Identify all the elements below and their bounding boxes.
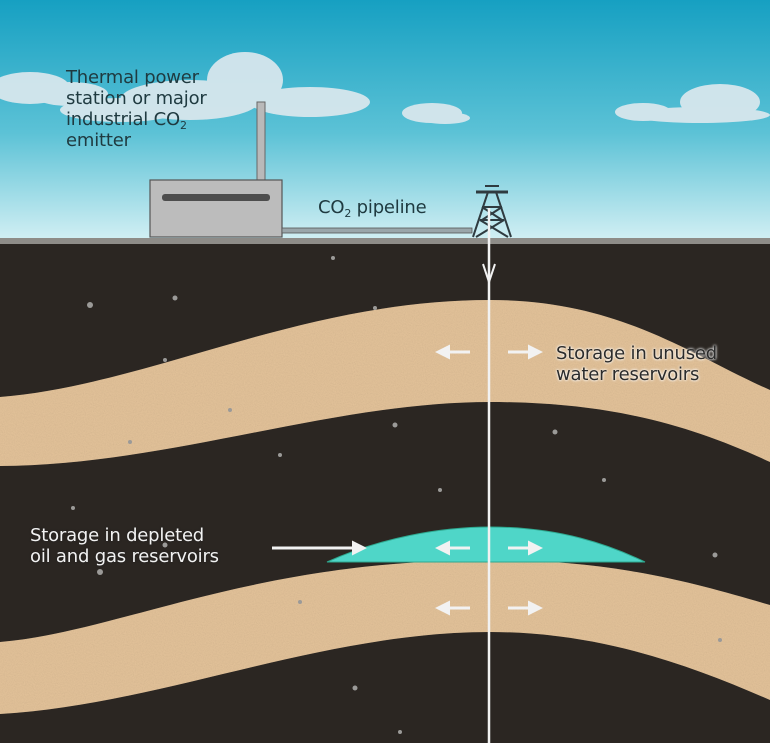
emitter-label-line3: industrial CO2 (66, 109, 207, 132)
sand-layer-upper (0, 300, 770, 466)
pipeline-text: pipeline (351, 197, 427, 218)
co2-pipeline (281, 227, 473, 234)
emitter-label-line2: station or major (66, 88, 207, 109)
emitter-label-line1: Thermal power (66, 67, 199, 88)
pipeline-label: CO2 pipeline (318, 197, 427, 220)
water-reservoir-label-line2: water reservoirs (556, 364, 700, 385)
pipeline-co2-text: CO (318, 197, 345, 218)
emitter-co2-text: industrial CO (66, 109, 180, 130)
rock-speckles (71, 256, 722, 734)
well-down-arrow-icon (482, 263, 496, 286)
co2-spread-arrows (272, 344, 543, 616)
emitter-label-line4: emitter (66, 130, 131, 151)
power-station (149, 101, 283, 238)
sand-layer-lower (0, 560, 770, 714)
pipeline-co2-subscript: 2 (344, 207, 352, 220)
smokestack (256, 101, 266, 181)
water-reservoir-label-line1: Storage in unused (556, 343, 717, 364)
depleted-reservoir-label: Storage in depleted oil and gas reservoi… (30, 525, 219, 567)
depleted-reservoir-label-line1: Storage in depleted (30, 525, 205, 546)
emitter-label: Thermal power station or major industria… (66, 67, 207, 151)
emitter-co2-subscript: 2 (179, 119, 187, 132)
water-reservoir-label: Storage in unused water reservoirs (556, 343, 717, 385)
depleted-reservoir-label-line2: oil and gas reservoirs (30, 546, 219, 567)
power-station-building (149, 179, 283, 238)
clouds (0, 52, 770, 124)
